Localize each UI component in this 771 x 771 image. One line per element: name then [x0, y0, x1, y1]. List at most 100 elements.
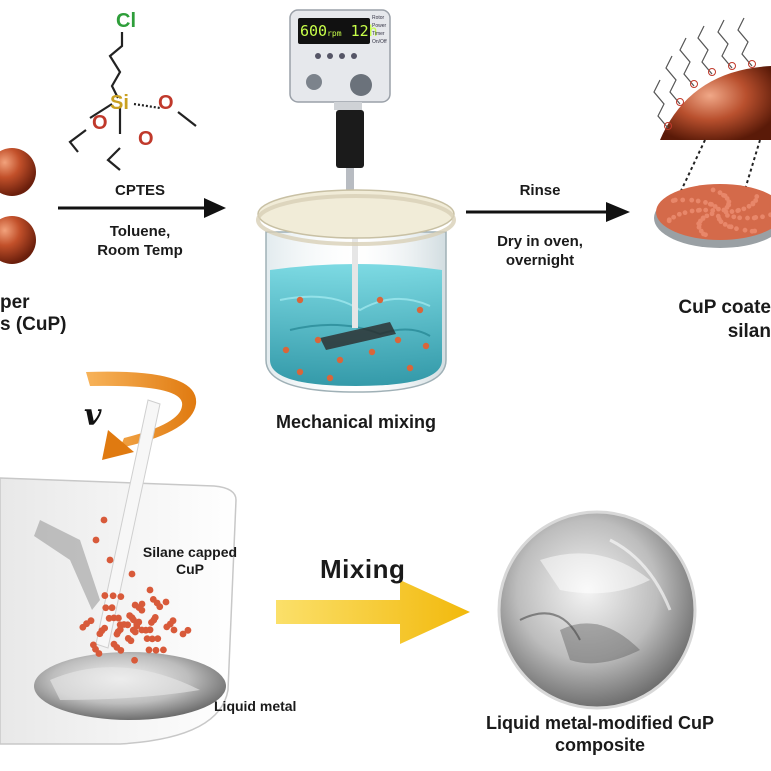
copper-particle — [701, 231, 706, 237]
stirrer-display-screen — [298, 18, 370, 44]
copper-particle — [682, 210, 688, 216]
copper-particle — [326, 374, 334, 382]
copper-particle — [689, 208, 695, 214]
zoom-line — [671, 139, 706, 211]
si-o-left-bond — [89, 103, 113, 119]
silane-chain — [665, 55, 681, 105]
button-icon — [339, 53, 345, 59]
si-o-right-bond-dashed — [133, 102, 161, 110]
copper-particle — [716, 206, 721, 212]
copper-particle — [148, 635, 156, 643]
copper-particle — [394, 336, 402, 344]
copper-particle — [138, 626, 146, 634]
copper-particle — [745, 215, 750, 221]
knob-icon — [350, 74, 372, 96]
panel-label: Rotor — [372, 15, 385, 21]
copper-particle — [666, 217, 672, 223]
copper-particle — [109, 592, 117, 600]
stirrer-shaft — [346, 168, 354, 198]
copper-particle — [735, 208, 741, 214]
stirring-rod — [95, 399, 161, 649]
copper-particle — [162, 598, 170, 606]
copper-particle — [106, 556, 114, 564]
copper-particle — [146, 586, 154, 594]
silane-label-line: Silane capped — [142, 544, 238, 560]
copper-particle — [102, 604, 110, 612]
mixing-arrow — [276, 580, 470, 644]
stirrer-panel-labels: Rotor Power Timer On/Off — [372, 14, 387, 46]
oxygen-atom-label: O — [158, 92, 174, 114]
oxygen-atom-label: O — [138, 128, 154, 150]
siloxane-ring — [708, 68, 716, 76]
copper-particle — [163, 623, 171, 631]
oxygen-atom-label: O — [92, 112, 108, 134]
copper-particle — [737, 215, 743, 221]
copper-particle — [138, 606, 146, 614]
copper-particle — [729, 209, 735, 214]
copper-particle — [703, 207, 709, 213]
copper-particle — [130, 616, 137, 624]
copper-particle — [751, 215, 757, 221]
silane-label-line: CuP — [176, 561, 204, 577]
copper-particle — [282, 346, 290, 354]
siloxane-ring — [728, 62, 736, 70]
copper-particle — [0, 216, 36, 264]
copper-particle — [709, 201, 714, 207]
copper-particle — [148, 619, 155, 626]
copper-particle — [754, 194, 760, 199]
button-icon — [315, 53, 321, 59]
copper-particle — [116, 626, 124, 633]
mechanical-mixing-caption: Mechanical mixing — [275, 412, 437, 432]
copper-particle — [143, 635, 151, 643]
copper-particle — [689, 197, 695, 203]
reagent-label: CPTES — [114, 182, 165, 199]
copper-particle — [314, 336, 322, 344]
copper-particle — [703, 200, 708, 205]
copper-particle — [712, 204, 718, 209]
copper-particle — [89, 641, 97, 649]
copper-particle — [717, 190, 723, 196]
copper-particle — [676, 211, 682, 217]
copper-particle — [170, 626, 178, 634]
copper-particle — [710, 208, 716, 213]
composite-disk — [497, 510, 697, 710]
copper-particle — [296, 368, 304, 376]
mixing-beaker — [256, 189, 456, 393]
copper-particle — [750, 201, 756, 207]
copper-particle — [749, 228, 755, 234]
silane-chain — [737, 17, 753, 67]
speed-unit: rpm — [327, 29, 342, 38]
composite-line: Liquid metal-modified CuP — [486, 713, 714, 733]
copper-particle — [680, 197, 686, 203]
copper-particle — [741, 206, 747, 212]
silicon-atom-label: Si — [110, 92, 129, 114]
panel-label: Power — [372, 23, 387, 29]
copper-particle — [726, 224, 732, 230]
spatula-blade — [34, 520, 100, 610]
propyl-chain-bond — [108, 32, 124, 99]
copper-particle — [152, 646, 160, 654]
cptes-molecule — [68, 32, 197, 171]
composite-line: composite — [554, 735, 646, 755]
copper-label-line: per — [0, 292, 30, 313]
copper-particle — [124, 635, 132, 642]
button-icon — [351, 53, 357, 59]
copper-particle — [722, 193, 728, 199]
time-readout: 12h — [350, 22, 378, 40]
copper-particle — [768, 212, 771, 218]
impeller-rod — [352, 198, 358, 328]
copper-particle — [734, 226, 739, 232]
rinse-label: Rinse — [519, 182, 561, 199]
step2-arrow-head — [606, 202, 630, 222]
copper-particle — [296, 296, 304, 304]
copper-particle — [128, 570, 136, 578]
copper-particle — [696, 224, 702, 230]
copper-particle — [422, 342, 430, 350]
copper-particle — [671, 214, 677, 220]
copper-label-line: s (CuP) — [0, 314, 67, 335]
liquid-metal-beaker — [0, 399, 237, 745]
stirrer-readout: 600rpm 12h — [300, 20, 378, 42]
panel-label: Timer — [372, 31, 385, 37]
condition-line: Toluene, — [109, 223, 171, 240]
